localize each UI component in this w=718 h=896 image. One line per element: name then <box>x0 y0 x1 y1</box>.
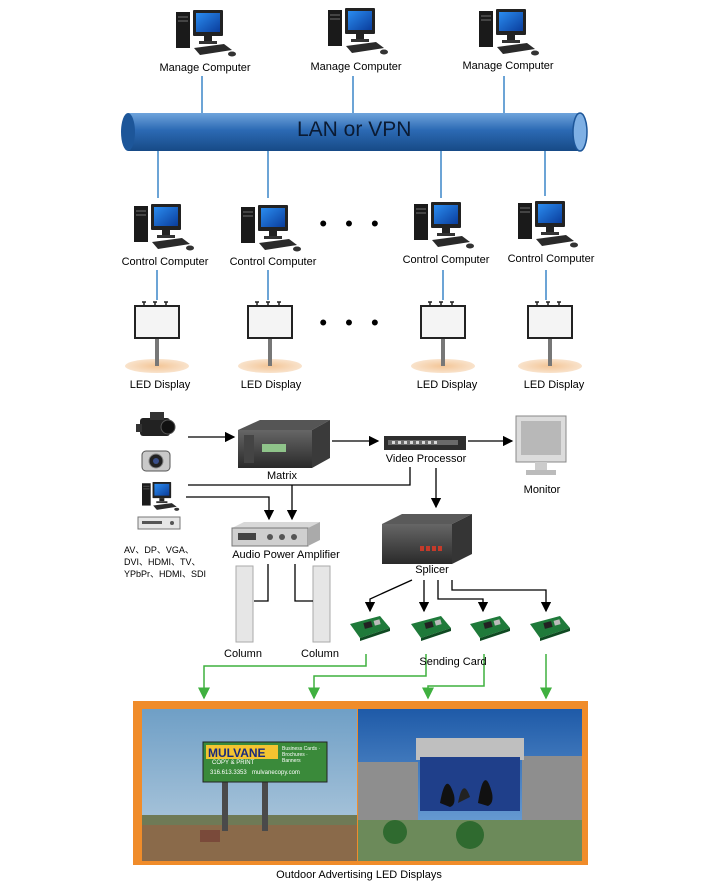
sending-card-icon <box>470 616 510 641</box>
control-computer-label: Control Computer <box>121 256 209 268</box>
billboard-side: Business Cards · Brochures · Banners <box>282 746 321 764</box>
control-computer-icon <box>241 205 301 252</box>
camcorder-icon <box>136 412 176 436</box>
control-computer-label: Control Computer <box>507 253 595 265</box>
video-processor-label: Video Processor <box>385 453 467 465</box>
source-computer-icon <box>142 482 180 511</box>
control-computer-label: Control Computer <box>229 256 317 268</box>
sending-card-icon <box>350 616 390 641</box>
led-display-icon <box>517 301 583 374</box>
lan-pipe <box>121 112 588 152</box>
billboard-sub: COPY & PRINT <box>212 760 255 766</box>
matrix-label: Matrix <box>267 470 297 482</box>
audio-amplifier-icon <box>231 522 320 547</box>
monitor-icon <box>515 415 567 475</box>
outdoor-display-frame <box>133 701 588 865</box>
lan-label: LAN or VPN <box>297 118 412 141</box>
source-signal-line: YPbPr、HDMI、SDI <box>124 569 207 579</box>
manage-computer-icon <box>479 9 539 56</box>
signal-arrows <box>186 431 552 613</box>
dvd-player-icon <box>137 516 181 530</box>
sending-card-icon <box>411 616 451 641</box>
led-display-label: LED Display <box>129 379 191 391</box>
audio-amplifier-label: Audio Power Amplifier <box>232 549 340 561</box>
manage-computer-icon <box>328 8 388 55</box>
more-computers-ellipsis: • • • <box>319 211 385 236</box>
sending-card-icon <box>530 616 570 641</box>
monitor-label: Monitor <box>523 484 561 496</box>
column-label: Column <box>224 648 262 660</box>
led-display-label: LED Display <box>523 379 585 391</box>
led-display-label: LED Display <box>240 379 302 391</box>
billboard-phone: 316.613.3353 <box>210 770 247 776</box>
network-lines <box>156 76 547 300</box>
led-display-icon <box>410 301 476 374</box>
green-arrows <box>198 654 552 700</box>
led-display-icon <box>237 301 303 374</box>
column-speaker-icon <box>235 565 254 643</box>
control-computer-label: Control Computer <box>402 254 490 266</box>
handycam-icon <box>141 450 171 472</box>
splicer-label: Splicer <box>415 564 449 576</box>
control-computer-icon <box>134 204 194 251</box>
manage-computer-label: Manage Computer <box>310 61 402 73</box>
led-display-label: LED Display <box>416 379 478 391</box>
column-label: Column <box>301 648 339 660</box>
manage-computer-label: Manage Computer <box>462 60 554 72</box>
more-displays-ellipsis: • • • <box>319 310 385 335</box>
manage-computer-icon <box>176 10 236 57</box>
manage-computer-label: Manage Computer <box>159 62 251 74</box>
video-processor-icon <box>384 436 466 450</box>
splicer-icon <box>382 514 472 564</box>
sending-card-label: Sending Card <box>419 656 487 668</box>
column-speaker-icon <box>312 565 331 643</box>
billboard-brand: MULVANE <box>208 746 266 760</box>
led-display-icon <box>124 301 190 374</box>
control-computer-icon <box>518 201 578 248</box>
matrix-icon <box>238 420 330 468</box>
source-signal-line: DVI、HDMI、TV、 <box>124 557 201 567</box>
billboard-web: mulvanecopy.com <box>252 770 300 776</box>
caption: Outdoor Advertising LED Displays <box>276 869 442 881</box>
control-computer-icon <box>414 202 474 249</box>
source-signal-line: AV、DP、VGA、 <box>124 545 194 555</box>
